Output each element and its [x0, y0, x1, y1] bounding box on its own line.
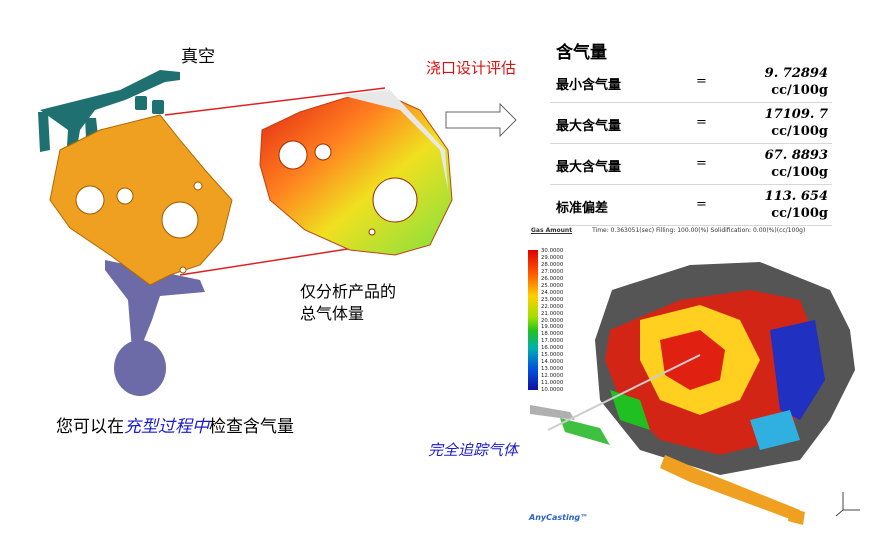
row-eq: =: [696, 197, 707, 212]
gas-row-max-2: 最大含气量 = 67. 8893 cc/100g: [550, 144, 832, 185]
row-unit: cc/100g: [771, 124, 828, 139]
gas-row-max: 最大含气量 = 17109. 7 cc/100g: [550, 103, 832, 144]
sim-header-title: Gas Amount: [531, 227, 573, 234]
legend-value: 15.0000: [541, 352, 564, 359]
connector-lines: [164, 87, 386, 276]
legend-value: 23.0000: [541, 296, 564, 303]
legend-value: 29.0000: [541, 254, 564, 261]
legend-value: 14.0000: [541, 359, 564, 366]
check-prefix: 您可以在: [56, 417, 124, 437]
row-unit: cc/100g: [771, 165, 828, 180]
analyze-line-2: 总气体量: [300, 304, 365, 323]
legend-value: 28.0000: [541, 261, 564, 268]
axis-triad: [835, 492, 860, 517]
gas-table-title: 含气量: [556, 43, 607, 63]
legend-value: 30.0000: [541, 248, 564, 254]
row-value: 17109. 7: [764, 107, 828, 122]
row-unit: cc/100g: [771, 83, 828, 98]
row-eq: =: [696, 115, 707, 130]
legend-value: 16.0000: [541, 345, 564, 352]
row-value: 113. 654: [764, 189, 828, 204]
gas-distribution-part: [259, 90, 453, 256]
legend-value: 27.0000: [541, 268, 564, 275]
sim-header: Gas Amount Time: 0.363051(sec) Filling: 1…: [531, 227, 805, 234]
check-suffix: 检查含气量: [209, 417, 294, 437]
row-name: 标准偏差: [556, 201, 609, 216]
biscuit: [105, 260, 205, 396]
legend-color-bar: [528, 250, 538, 390]
analyze-note: 仅分析产品的 总气体量: [300, 281, 396, 325]
right-arrow-icon: [445, 102, 517, 138]
legend-value: 12.0000: [541, 373, 564, 380]
row-eq: =: [696, 74, 707, 89]
legend-value: 13.0000: [541, 366, 564, 373]
legend-value: 11.0000: [541, 380, 564, 387]
row-eq: =: [696, 156, 707, 171]
gas-table: 最小含气量 = 9. 72894 cc/100g 最大含气量 = 17109. …: [550, 62, 832, 226]
legend-value: 26.0000: [541, 275, 564, 282]
legend-value: 21.0000: [541, 310, 564, 317]
row-unit: cc/100g: [771, 206, 828, 221]
row-value: 67. 8893: [764, 148, 828, 163]
legend-value: 10.0000: [541, 387, 564, 394]
check-highlight: 充型过程中: [124, 417, 209, 437]
row-value: 9. 72894: [764, 66, 828, 81]
casting-part: [49, 114, 233, 286]
sim-header-info: Time: 0.363051(sec) Filling: 100.00(%) S…: [592, 227, 806, 234]
legend-value: 22.0000: [541, 303, 564, 310]
legend-value: 25.0000: [541, 282, 564, 289]
legend-value: 18.0000: [541, 331, 564, 338]
analyze-line-1: 仅分析产品的: [300, 282, 397, 301]
legend-value: 20.0000: [541, 317, 564, 324]
gas-row-stddev: 标准偏差 = 113. 654 cc/100g: [550, 185, 832, 226]
row-name: 最小含气量: [556, 78, 622, 93]
legend-value: 19.0000: [541, 324, 564, 331]
vacuum-label: 真空: [181, 47, 215, 67]
track-gas-label: 完全追踪气体: [428, 441, 519, 459]
check-note: 您可以在充型过程中检查含气量: [56, 412, 294, 437]
row-name: 最大含气量: [556, 160, 622, 175]
simulation-render: [530, 262, 855, 525]
gas-row-min: 最小含气量 = 9. 72894 cc/100g: [550, 62, 832, 103]
legend-value: 24.0000: [541, 289, 564, 296]
legend-value: 17.0000: [541, 338, 564, 345]
row-name: 最大含气量: [556, 119, 622, 134]
anycasting-logo: AnyCasting™: [529, 513, 589, 522]
gate-evaluation-label: 浇口设计评估: [426, 59, 517, 77]
